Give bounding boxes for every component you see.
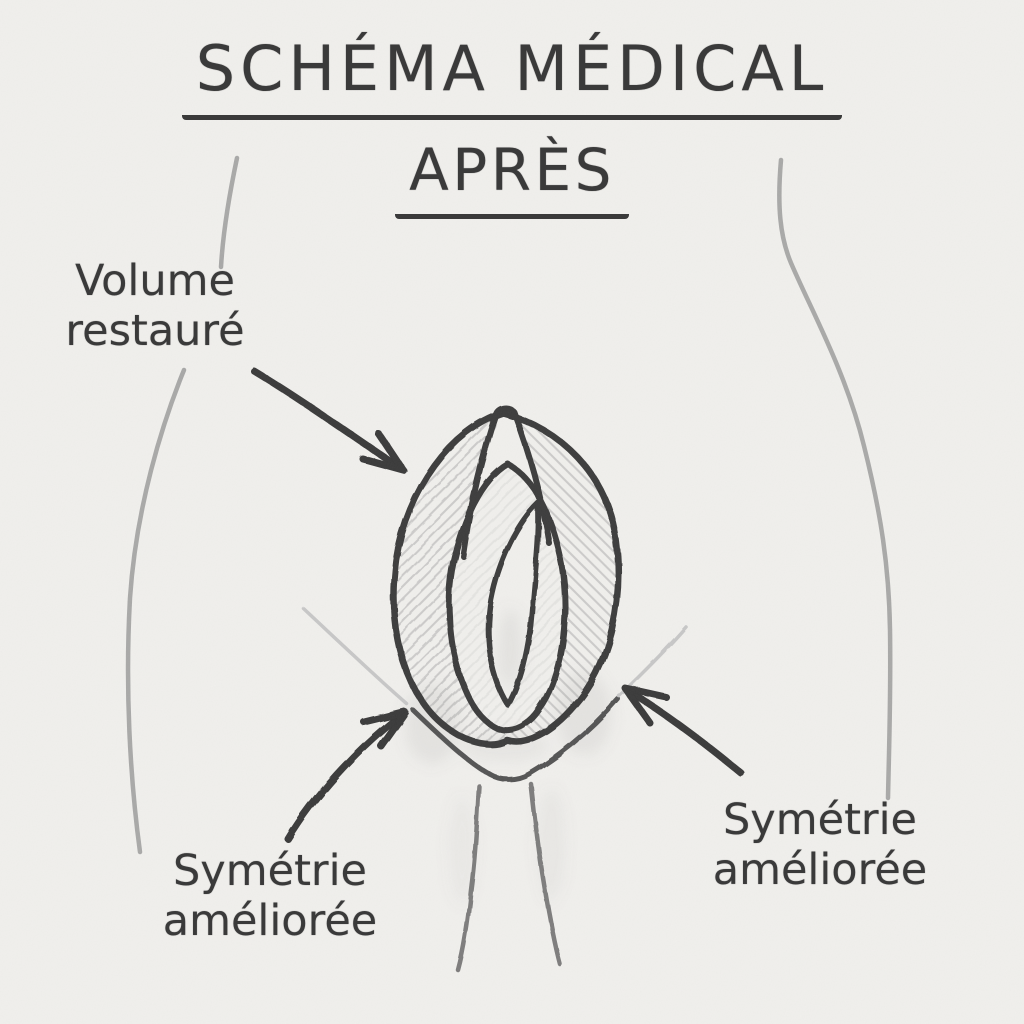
annotation-line: Symétrie: [172, 846, 368, 896]
page-subtitle: APRÈS: [0, 136, 1024, 219]
page-subtitle-text: APRÈS: [395, 136, 629, 219]
annotation-symetrie-amelioree-right: Symétrie améliorée: [635, 795, 1005, 896]
annotation-line: Volume: [75, 256, 235, 306]
annotation-volume-restaure: Volume restauré: [10, 256, 300, 357]
annotation-symetrie-amelioree-left: Symétrie améliorée: [85, 846, 455, 947]
annotation-line: restauré: [65, 306, 245, 357]
annotation-line: Symétrie: [722, 795, 918, 845]
page-title: SCHÉMA MÉDICAL: [0, 32, 1024, 120]
page-title-text: SCHÉMA MÉDICAL: [181, 32, 843, 120]
annotation-line: améliorée: [162, 896, 378, 947]
annotation-line: améliorée: [712, 845, 928, 896]
